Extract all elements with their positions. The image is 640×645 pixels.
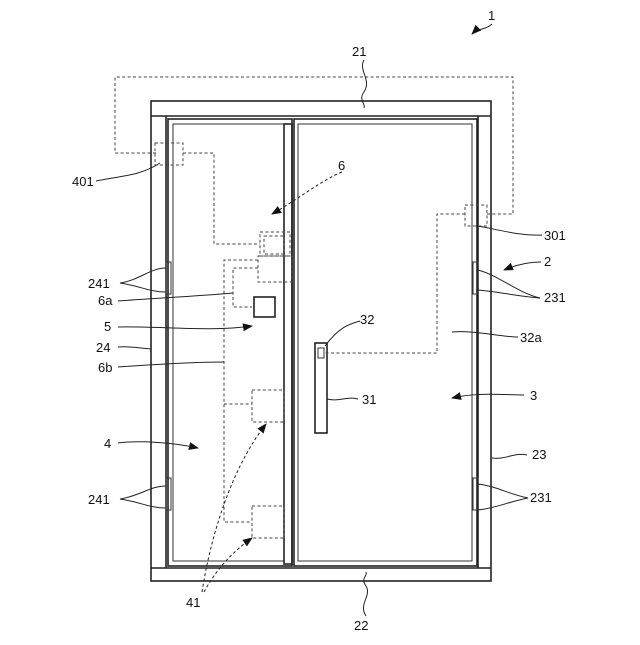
- leader-241-bottom-a: [120, 486, 166, 499]
- leader-1: [472, 24, 492, 34]
- label-401: 401: [72, 174, 94, 189]
- leader-6: [272, 172, 342, 214]
- leader-6b: [118, 362, 224, 367]
- wire-32a: [324, 214, 465, 353]
- left-door-astragal: [284, 124, 292, 564]
- left-door: [168, 119, 292, 566]
- door-frame: [151, 101, 491, 581]
- leader-3: [452, 394, 524, 398]
- leader-31: [327, 398, 358, 400]
- leader-lines: [96, 24, 542, 616]
- wire-top-loop: [115, 77, 513, 214]
- leader-241-bottom-b: [120, 499, 166, 508]
- lock-upper: [252, 390, 284, 422]
- label-23: 23: [532, 447, 546, 462]
- label-24: 24: [96, 340, 110, 355]
- left-door-outer: [168, 119, 292, 566]
- leader-41-lower: [204, 538, 252, 592]
- label-32: 32: [360, 312, 374, 327]
- label-6a: 6a: [98, 293, 113, 308]
- label-3: 3: [530, 388, 537, 403]
- wire-6b: [224, 260, 258, 522]
- handle-sensor: [318, 348, 324, 358]
- leader-22: [363, 572, 367, 616]
- frame-outer: [151, 101, 491, 581]
- label-241-top: 241: [88, 276, 110, 291]
- frame-sensor-left: [155, 143, 183, 165]
- lock-lower: [252, 506, 284, 538]
- hinges: [166, 262, 478, 510]
- module-6-lower: [258, 256, 292, 282]
- label-6: 6: [338, 158, 345, 173]
- label-32a: 32a: [520, 330, 542, 345]
- label-5: 5: [104, 319, 111, 334]
- handle-body: [315, 343, 327, 433]
- label-6b: 6b: [98, 360, 112, 375]
- leader-23: [492, 454, 527, 458]
- label-301: 301: [544, 228, 566, 243]
- leader-32: [325, 321, 360, 346]
- leader-24: [118, 347, 151, 349]
- label-22: 22: [354, 618, 368, 633]
- unit-5: [254, 297, 275, 317]
- leader-241-top-b: [120, 283, 166, 292]
- label-241-bottom: 241: [88, 492, 110, 507]
- label-231-top: 231: [544, 290, 566, 305]
- label-231-bottom: 231: [530, 490, 552, 505]
- label-2: 2: [544, 254, 551, 269]
- leader-6a: [118, 293, 233, 301]
- leader-4: [118, 442, 198, 448]
- leader-5: [118, 326, 252, 329]
- leader-231-top-b: [478, 290, 540, 298]
- leader-231-bottom-a: [478, 484, 528, 498]
- module-6-inner: [264, 236, 284, 254]
- wiring-hidden: [115, 77, 513, 538]
- label-31: 31: [362, 392, 376, 407]
- label-1: 1: [488, 8, 495, 23]
- left-door-panel: [173, 124, 284, 561]
- label-4: 4: [104, 436, 111, 451]
- leader-301: [478, 226, 542, 235]
- leader-2: [504, 262, 541, 270]
- leader-231-bottom-b: [478, 498, 528, 510]
- leader-32a: [452, 332, 518, 337]
- label-41: 41: [186, 595, 200, 610]
- frame-sensor-right: [465, 205, 487, 226]
- wire-left-to-module: [183, 153, 260, 244]
- leader-241-top-a: [120, 268, 166, 283]
- door-handle: [315, 343, 327, 433]
- label-21: 21: [352, 44, 366, 59]
